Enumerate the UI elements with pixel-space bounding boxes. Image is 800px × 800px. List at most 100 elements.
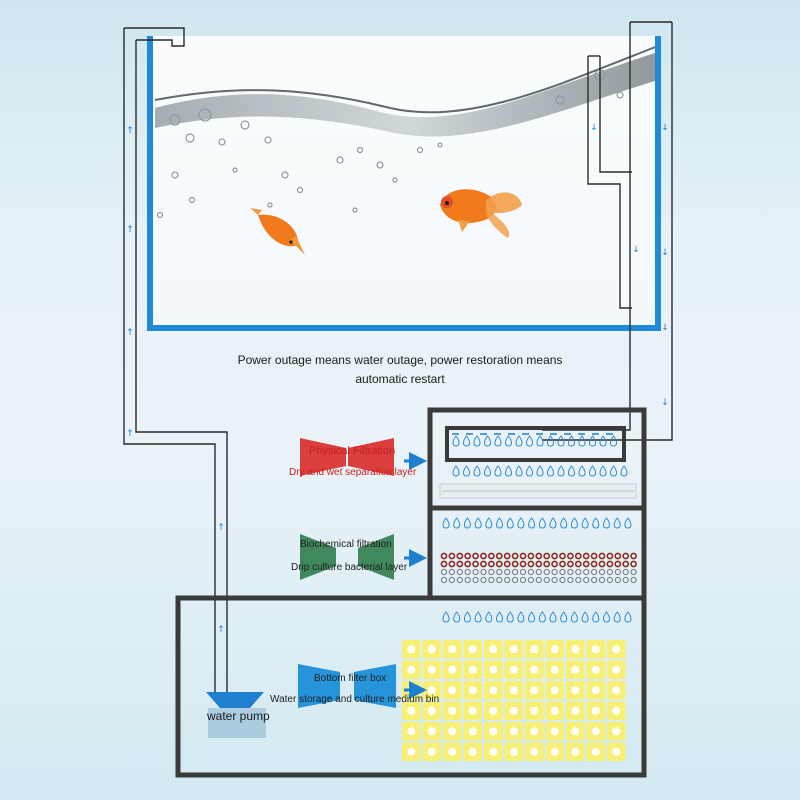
bio-ring (614, 568, 621, 576)
culture-media-hole (468, 706, 477, 715)
bio-ring (583, 576, 590, 584)
svg-text:↓: ↓ (661, 323, 669, 333)
water-drop-icon (570, 517, 578, 529)
bio-ring (480, 560, 487, 568)
water-drop-icon (463, 611, 471, 623)
water-drop-icon (485, 611, 493, 623)
bio-ring (519, 576, 527, 584)
bio-ring (535, 576, 542, 584)
bio-ring (504, 576, 511, 584)
culture-media-hole (612, 665, 621, 674)
bio-ring (519, 560, 527, 568)
bubbles (156, 69, 624, 219)
svg-text:↑: ↑ (126, 429, 134, 439)
culture-media-hole (489, 645, 498, 654)
culture-media-hole (407, 706, 416, 715)
biochemical-filtration-subtitle: Drip culture bacterial layer (291, 562, 408, 573)
svg-text:↓: ↓ (661, 398, 669, 408)
culture-media-hole (448, 665, 457, 674)
culture-media-hole (550, 727, 559, 736)
bio-ring (630, 552, 637, 560)
culture-media-hole (509, 665, 518, 674)
bio-ring (472, 568, 479, 576)
bio-ring (630, 576, 637, 584)
water-drop-icon (463, 465, 470, 477)
culture-media-hole (448, 727, 457, 736)
bio-ring (464, 560, 472, 568)
bio-ring (496, 568, 503, 576)
water-drop-icon (484, 465, 491, 477)
water-drop-icon (442, 611, 450, 623)
water-drop-icon (613, 517, 621, 529)
bio-ring (472, 576, 479, 584)
bio-ring (440, 576, 448, 584)
bio-ring (464, 552, 472, 560)
water-drop-icon (494, 435, 502, 447)
bio-ring (543, 560, 551, 568)
water-drop-icon (538, 611, 546, 623)
culture-media-hole (468, 727, 477, 736)
bio-ring (519, 552, 527, 560)
culture-media-hole (550, 706, 559, 715)
bio-ring (464, 576, 471, 584)
water-drop-icon (613, 611, 621, 623)
water-pump-icon (206, 692, 266, 738)
culture-media-hole (407, 645, 416, 654)
water-drop-icon (526, 465, 533, 477)
culture-media-hole (591, 686, 600, 695)
bio-ring (622, 552, 630, 560)
biochemical-filtration-title: Biochemical filtration (300, 539, 392, 550)
culture-media-hole (489, 665, 498, 674)
water-drop-icon (496, 517, 503, 529)
bio-ring (598, 568, 606, 576)
culture-media-hole (530, 706, 539, 715)
bottom-filter-box-title: Bottom filter box (314, 673, 387, 684)
caption-line-1: Power outage means water outage, power r… (237, 353, 563, 367)
culture-media-hole (612, 706, 621, 715)
culture-media-hole (427, 645, 436, 654)
culture-media-hole (530, 645, 539, 654)
culture-media-hole (530, 727, 539, 736)
bio-ring (480, 568, 487, 576)
culture-media-hole (448, 645, 457, 654)
bio-ring (567, 576, 574, 584)
water-drop-icon (610, 465, 617, 477)
culture-media-hole (407, 747, 416, 756)
bio-ring (551, 552, 558, 560)
water-drop-icon (473, 435, 481, 447)
water-drop-icon (517, 517, 525, 529)
bio-ring (591, 576, 598, 584)
culture-media-hole (530, 686, 539, 695)
water-pump-label: water pump (207, 709, 270, 723)
water-drop-icon (603, 611, 610, 623)
culture-media-hole (427, 665, 436, 674)
culture-media-hole (571, 747, 580, 756)
bio-ring (551, 576, 558, 584)
water-drop-icon (547, 435, 554, 447)
caption-line-2: automatic restart (355, 372, 445, 386)
culture-media-hole (530, 665, 539, 674)
culture-media-hole (448, 686, 457, 695)
culture-media-hole (591, 645, 600, 654)
bio-ring (543, 568, 550, 576)
water-drop-icon (589, 435, 596, 447)
filter-cabinet (175, 407, 647, 778)
culture-media-hole (407, 665, 416, 674)
water-drop-icon (452, 435, 460, 447)
water-drop-icon (463, 517, 471, 529)
bio-ring (527, 552, 535, 560)
water-drop-icon (557, 435, 565, 447)
water-drop-icon (528, 611, 536, 623)
bio-ring (606, 552, 614, 560)
water-drop-icon (536, 435, 544, 447)
culture-media-hole (489, 706, 498, 715)
water-drop-icon (536, 465, 544, 477)
bio-ring (448, 560, 456, 568)
water-drop-icon (506, 517, 514, 529)
bio-ring (590, 560, 598, 568)
water-drop-icon (484, 435, 491, 447)
water-drop-icon (474, 611, 482, 623)
culture-media-hole (509, 645, 518, 654)
svg-text:↓: ↓ (632, 245, 640, 255)
bio-ring (487, 560, 495, 568)
